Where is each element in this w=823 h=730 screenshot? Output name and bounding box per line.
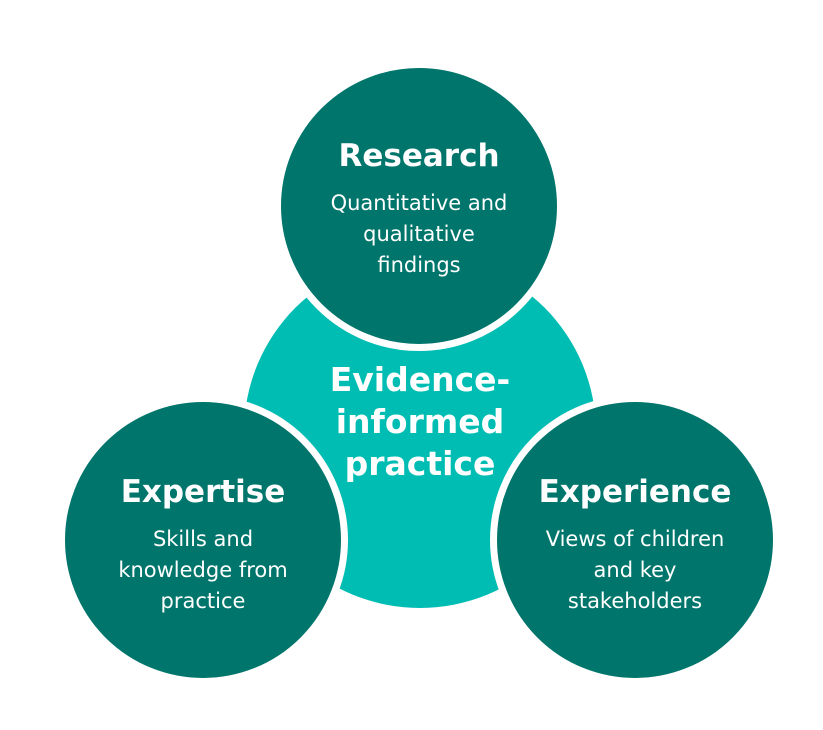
- expertise-description: Skills and knowledge from practice: [118, 527, 288, 613]
- expertise-title: Expertise: [120, 474, 286, 510]
- research-description: Quantitative and qualitative findings: [330, 191, 508, 277]
- experience-description: Views of children and key stakeholders: [545, 527, 725, 613]
- center-title: Evidence-informed practice: [329, 360, 511, 483]
- circle-experience: Experience Views of children and key sta…: [490, 395, 780, 685]
- circle-research: Research Quantitative and qualitative fi…: [274, 61, 564, 351]
- experience-title: Experience: [538, 474, 732, 510]
- circle-expertise: Expertise Skills and knowledge from prac…: [58, 395, 348, 685]
- research-title: Research: [338, 138, 500, 174]
